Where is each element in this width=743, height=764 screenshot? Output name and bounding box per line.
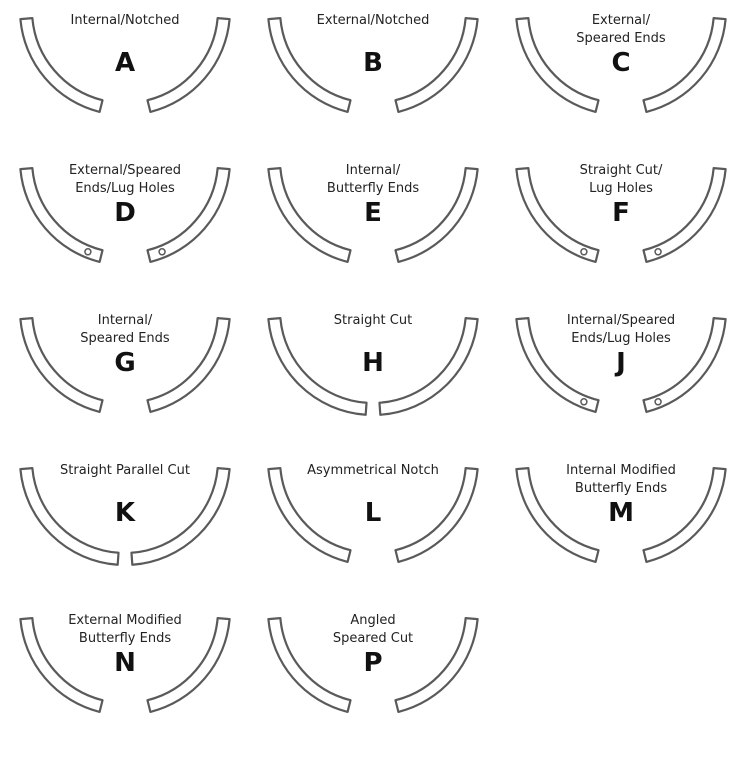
ring-code: F [612, 198, 630, 228]
lug-hole [158, 248, 166, 256]
ring-code: J [616, 348, 626, 378]
ring-right-segment [394, 167, 479, 263]
ring-caption: External/ Speared Ends [576, 13, 666, 46]
ring-drawing [515, 467, 727, 563]
ring-left-segment [515, 317, 600, 413]
ring-left-segment [267, 317, 368, 416]
ring-left-segment [19, 617, 104, 713]
ring-drawing [19, 467, 231, 566]
ring-left-segment [19, 167, 104, 263]
ring-right-segment [130, 467, 231, 566]
ring-left-segment [19, 17, 104, 113]
ring-caption: Internal/ Speared Ends [80, 313, 170, 346]
ring-drawing [19, 317, 231, 413]
ring-code: A [114, 48, 136, 78]
ring-drawing [267, 467, 479, 563]
ring-drawing [515, 317, 727, 413]
lug-hole [580, 398, 588, 406]
ring-drawing [267, 17, 479, 113]
ring-left-segment [515, 17, 600, 113]
ring-right-segment [642, 17, 727, 113]
ring-caption: Asymmetrical Notch [307, 463, 439, 478]
lug-hole [580, 248, 588, 256]
ring-code: E [364, 198, 382, 228]
ring-code: B [363, 48, 383, 78]
ring-caption: Straight Cut/ Lug Holes [579, 163, 663, 196]
ring-right-segment [642, 467, 727, 563]
lug-hole [84, 248, 92, 256]
ring-right-segment [394, 17, 479, 113]
ring-drawing [267, 167, 479, 263]
ring-caption: Straight Parallel Cut [60, 463, 190, 478]
ring-code: L [364, 498, 382, 528]
ring-code: C [611, 48, 631, 78]
ring-drawing [19, 167, 231, 263]
ring-caption: Internal/Notched [70, 13, 180, 28]
ring-drawing [19, 17, 231, 113]
ring-left-segment [515, 167, 600, 263]
ring-caption: Straight Cut [333, 313, 413, 328]
ring-caption: Angled Speared Cut [332, 613, 414, 646]
ring-right-segment [146, 167, 231, 263]
ring-right-segment [642, 167, 727, 263]
ring-code: H [362, 348, 384, 378]
ring-drawing [267, 317, 479, 416]
ring-left-segment [267, 467, 352, 563]
ring-caption: Internal/ Butterfly Ends [326, 163, 420, 196]
ring-drawing [515, 167, 727, 263]
ring-caption: External/Notched [316, 13, 430, 28]
ring-right-segment [146, 17, 231, 113]
ring-caption: External/Speared Ends/Lug Holes [68, 163, 182, 196]
ring-left-segment [515, 467, 600, 563]
ring-drawing [515, 17, 727, 113]
ring-code: M [608, 498, 634, 528]
ring-left-segment [19, 467, 120, 566]
lug-hole [654, 248, 662, 256]
ring-caption: Internal Modified Butterfly Ends [566, 463, 676, 496]
lug-hole [654, 398, 662, 406]
ring-code: P [363, 648, 383, 678]
ring-caption: Internal/Speared Ends/Lug Holes [566, 313, 676, 346]
ring-code: N [114, 648, 136, 678]
ring-left-segment [267, 617, 352, 713]
ring-left-segment [19, 317, 104, 413]
ring-left-segment [267, 167, 352, 263]
ring-drawing [267, 617, 479, 713]
ring-right-segment [394, 467, 479, 563]
ring-right-segment [378, 317, 479, 416]
ring-right-segment [642, 317, 727, 413]
ring-code: G [114, 348, 136, 378]
ring-left-segment [267, 17, 352, 113]
ring-code: D [114, 198, 136, 228]
ring-code: K [114, 498, 136, 528]
ring-right-segment [146, 317, 231, 413]
ring-right-segment [394, 617, 479, 713]
ring-caption: External Modified Butterfly Ends [68, 613, 182, 646]
ring-right-segment [146, 617, 231, 713]
ring-drawing [19, 617, 231, 713]
